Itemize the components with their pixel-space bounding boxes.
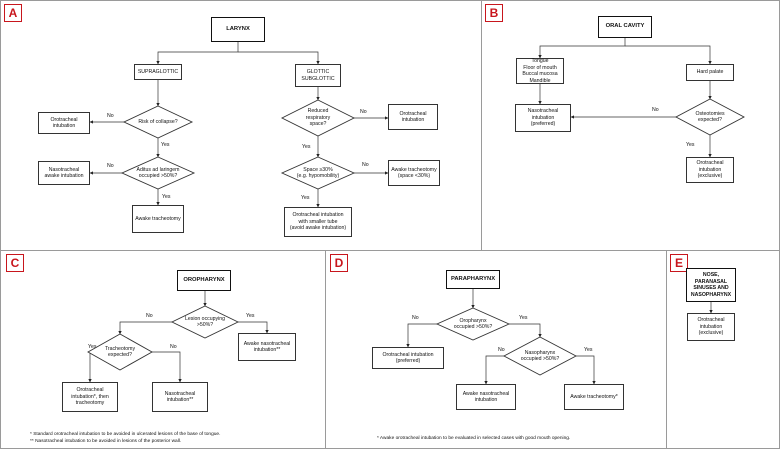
panel-c-label: C — [6, 254, 24, 272]
panel-a-label: A — [4, 4, 22, 22]
reduced-space-text: Reduced respiratory space? — [305, 108, 331, 128]
larynx-root-box: LARYNX — [211, 17, 265, 42]
decision-lesion-occupying — [170, 305, 240, 339]
label-no: No — [498, 347, 505, 353]
panel-d-label: D — [330, 254, 348, 272]
label-no: No — [652, 107, 659, 113]
glottic-subglottic-box: GLOTTIC SUBGLOTTIC — [295, 64, 341, 87]
label-no: No — [412, 315, 419, 321]
nose-sinuses-root-box: NOSE, PARANASAL SINUSES AND NASOPHARYNX — [686, 268, 736, 302]
panel-e-label: E — [670, 254, 688, 272]
orotracheal-then-tracheotomy-box: Orotracheal intubation*, then tracheotom… — [62, 382, 118, 412]
awake-tracheotomy-box: Awake tracheotomy — [132, 205, 184, 233]
orotracheal-exclusive-box-e: Orotracheal intubation (exclusive) — [687, 313, 735, 341]
risk-of-collapse-text: Risk of collapse? — [138, 118, 178, 125]
label-no: No — [360, 109, 367, 115]
orotracheal-preferred-box: Orotracheal intubation (preferred) — [372, 347, 444, 369]
oropharynx-root-box: OROPHARYNX — [177, 270, 231, 291]
decision-nasopharynx-occupied — [503, 336, 577, 376]
lesion-occupying-text: Lesion occupying >50%? — [184, 315, 226, 329]
nasotracheal-awake-box: Nasotracheal awake intubation — [38, 161, 90, 185]
awake-nasotracheal-box-d: Awake nasotracheal intubation — [456, 384, 516, 410]
label-no: No — [107, 113, 114, 119]
label-yes: Yes — [161, 142, 170, 148]
label-yes: Yes — [519, 315, 528, 321]
aditus-occupied-text: Aditus ad laringem occupied >50%? — [136, 166, 180, 180]
orotracheal-intubation-box: Orotracheal intubation — [38, 112, 90, 134]
label-yes: Yes — [246, 313, 255, 319]
awake-nasotracheal-box: Awake nasotracheal intubation** — [238, 333, 296, 361]
nasotracheal-preferred-box: Nasotracheal intubation (preferred) — [515, 104, 571, 132]
decision-tracheotomy-expected — [87, 333, 153, 371]
label-yes: Yes — [162, 194, 171, 200]
decision-risk-of-collapse — [122, 105, 194, 139]
nasopharynx-occupied-text: Nasopharynx occupied >50%? — [520, 349, 560, 363]
footnote-2: ** Nasotracheal intubation to be avoided… — [30, 439, 182, 444]
parapharynx-root-box: PARAPHARYNX — [446, 270, 500, 289]
decision-space-30 — [280, 156, 356, 190]
label-no: No — [146, 313, 153, 319]
label-yes: Yes — [301, 195, 310, 201]
label-yes: Yes — [686, 142, 695, 148]
label-no: No — [107, 163, 114, 169]
orotracheal-smaller-tube-box: Orotracheal intubation with smaller tube… — [284, 207, 352, 237]
awake-tracheotomy-space-box: Awake tracheotomy (space <30%) — [388, 160, 440, 186]
label-yes: Yes — [302, 144, 311, 150]
oropharynx-occupied-text: Oropharynx occupied >50%? — [453, 317, 493, 331]
footnote-d: * Awake orotracheal intubation to be eva… — [377, 436, 571, 441]
decision-osteotomies — [675, 98, 745, 136]
decision-oropharynx-occupied — [435, 307, 511, 341]
nasotracheal-intubation-box: Nasotracheal intubation** — [152, 382, 208, 412]
decision-aditus-occupied — [120, 156, 196, 190]
orotracheal-exclusive-box: Orotracheal intubation (exclusive) — [686, 157, 734, 183]
oral-cavity-root-box: ORAL CAVITY — [598, 16, 652, 38]
osteotomies-text: Osteotomies expected? — [695, 110, 725, 124]
tracheotomy-expected-text: Tracheotomy expected? — [104, 345, 136, 359]
space-30-text: Space ≥30% (e.g. hypomobility) — [296, 166, 340, 180]
supraglottic-box: SUPRAGLOTTIC — [134, 64, 182, 80]
orotracheal-intubation-box-2: Orotracheal intubation — [388, 104, 438, 130]
decision-reduced-space — [280, 99, 356, 137]
label-no: No — [362, 162, 369, 168]
label-no: No — [170, 344, 177, 350]
tongue-floor-box: Tongue Floor of mouth Buccal mucosa Mand… — [516, 58, 564, 84]
awake-tracheotomy-box-d: Awake tracheotomy* — [564, 384, 624, 410]
label-yes: Yes — [584, 347, 593, 353]
label-yes: Yes — [88, 344, 97, 350]
panel-b-label: B — [485, 4, 503, 22]
hard-palate-box: Hard palate — [686, 64, 734, 81]
footnote-1: * Standard orotracheal intubation to be … — [30, 432, 221, 437]
